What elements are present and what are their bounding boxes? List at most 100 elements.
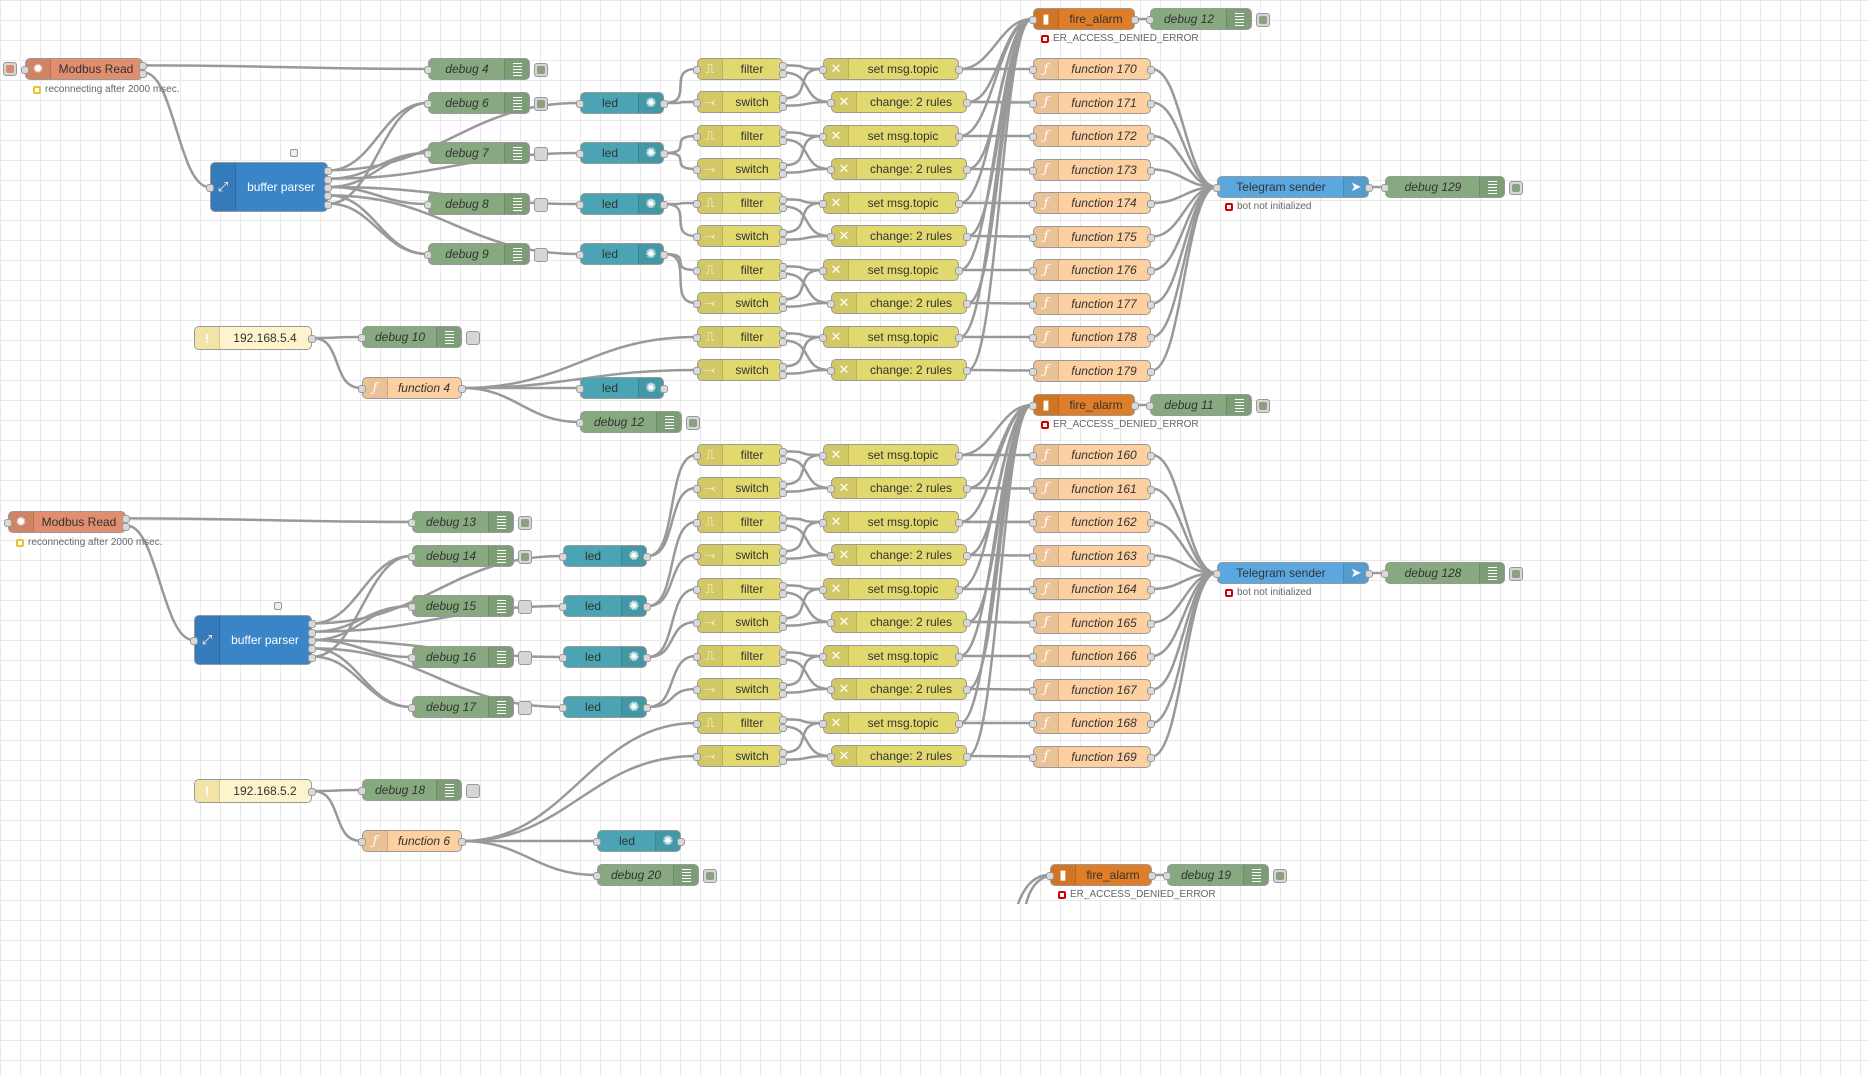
output-port[interactable] (660, 201, 668, 209)
change-rules-node[interactable]: ✕change: 2 rules (827, 91, 971, 113)
debug-node[interactable]: debug 128 (1381, 562, 1523, 584)
telegram-sender-node[interactable]: ➤Telegram sender (1213, 562, 1373, 584)
output-port[interactable] (955, 200, 963, 208)
wire[interactable] (967, 754, 1033, 758)
wire[interactable] (783, 687, 831, 694)
input-port[interactable] (1029, 653, 1037, 661)
debug-node[interactable]: debug 6 (424, 92, 548, 114)
input-port[interactable] (693, 367, 701, 375)
output-port[interactable] (1147, 300, 1155, 309)
output-port[interactable] (324, 167, 332, 176)
debug-toggle-button[interactable] (518, 600, 532, 614)
input-port[interactable] (408, 603, 416, 611)
output-port[interactable] (643, 553, 651, 561)
debug-node[interactable]: debug 10 (358, 326, 480, 348)
wire[interactable] (783, 754, 831, 761)
input-port[interactable] (693, 334, 701, 342)
debug-toggle-button[interactable] (686, 416, 700, 430)
output-port[interactable] (324, 175, 332, 184)
buffer-parser-node[interactable]: ⤢buffer parser (206, 162, 332, 212)
input-port[interactable] (1029, 619, 1037, 628)
wire[interactable] (967, 687, 1033, 691)
debug-node[interactable]: debug 9 (424, 243, 548, 265)
filter-node[interactable]: ⎍filter (693, 444, 787, 466)
telegram-sender-node[interactable]: ➤Telegram sender (1213, 176, 1373, 198)
output-port[interactable] (308, 788, 316, 796)
switch-node[interactable]: ⤙switch (693, 158, 787, 180)
switch-node[interactable]: ⤙switch (693, 745, 787, 767)
debug-toggle-button[interactable] (518, 701, 532, 715)
input-port[interactable] (1029, 452, 1037, 460)
led-node[interactable]: ✺led (559, 696, 651, 718)
led-node[interactable]: ✺led (559, 646, 651, 668)
switch-node[interactable]: ⤙switch (693, 611, 787, 633)
input-port[interactable] (693, 300, 701, 308)
wire[interactable] (1151, 185, 1217, 305)
wire[interactable] (1151, 185, 1217, 339)
wire[interactable] (1151, 571, 1217, 758)
wire[interactable] (1151, 67, 1217, 189)
output-port[interactable] (458, 385, 466, 393)
output-port[interactable] (963, 686, 971, 694)
input-port[interactable] (1029, 402, 1037, 410)
output-port[interactable] (779, 303, 787, 312)
output-port[interactable] (779, 756, 787, 765)
wire[interactable] (312, 336, 362, 390)
filter-node[interactable]: ⎍filter (693, 192, 787, 214)
output-port[interactable] (308, 653, 316, 662)
input-port[interactable] (559, 654, 567, 662)
input-port[interactable] (1029, 519, 1037, 527)
led-node[interactable]: ✺led (576, 92, 668, 114)
input-port[interactable] (827, 485, 835, 493)
input-port[interactable] (827, 233, 835, 241)
input-port[interactable] (693, 753, 701, 761)
wire[interactable] (647, 486, 697, 558)
input-port[interactable] (1029, 334, 1037, 342)
input-port[interactable] (358, 787, 366, 795)
debug-toggle-button[interactable] (518, 651, 532, 665)
wire[interactable] (967, 17, 1033, 372)
inject-node[interactable]: !192.168.5.2 (194, 779, 316, 803)
debug-node[interactable]: debug 14 (408, 545, 532, 567)
wire[interactable] (783, 486, 831, 493)
led-node[interactable]: ✺led (576, 193, 668, 215)
output-port[interactable] (1147, 233, 1155, 242)
change-rules-node[interactable]: ✕change: 2 rules (827, 359, 971, 381)
modbus-read-node[interactable]: ✹Modbus Read (4, 511, 130, 533)
change-rules-node[interactable]: ✕change: 2 rules (827, 477, 971, 499)
filter-node[interactable]: ⎍filter (693, 326, 787, 348)
wire[interactable] (664, 134, 697, 155)
output-port[interactable] (779, 522, 787, 531)
debug-node[interactable]: debug 7 (424, 142, 548, 164)
wire[interactable] (664, 100, 697, 105)
output-port[interactable] (779, 455, 787, 464)
output-port[interactable] (324, 200, 332, 209)
input-port[interactable] (1029, 166, 1037, 175)
input-port[interactable] (593, 838, 601, 846)
output-port[interactable] (963, 552, 971, 560)
output-port[interactable] (1147, 753, 1155, 762)
input-port[interactable] (576, 100, 584, 108)
input-port[interactable] (827, 686, 835, 694)
output-port[interactable] (779, 488, 787, 497)
set-topic-node[interactable]: ✕set msg.topic (819, 192, 963, 214)
change-rules-node[interactable]: ✕change: 2 rules (827, 678, 971, 700)
output-port[interactable] (779, 136, 787, 145)
output-port[interactable] (779, 270, 787, 279)
debug-node[interactable]: debug 20 (593, 864, 717, 886)
wire[interactable] (959, 403, 1033, 591)
input-port[interactable] (424, 251, 432, 259)
input-port[interactable] (1029, 300, 1037, 309)
output-port[interactable] (779, 69, 787, 78)
debug-toggle-button[interactable] (534, 198, 548, 212)
wire[interactable] (959, 403, 1033, 524)
wire[interactable] (312, 789, 362, 843)
input-port[interactable] (693, 619, 701, 627)
filter-node[interactable]: ⎍filter (693, 712, 787, 734)
input-port[interactable] (576, 201, 584, 209)
input-port[interactable] (576, 251, 584, 259)
